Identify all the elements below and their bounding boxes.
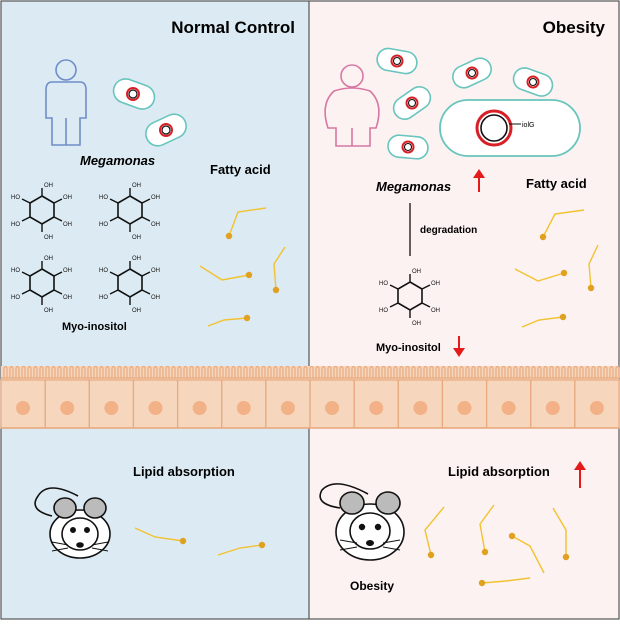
obese-mouse-label: Obesity [350,579,394,593]
obesity-title: Obesity [543,18,606,37]
cell-nucleus [325,401,340,415]
bacterium-icon [387,134,429,160]
fatty-acid-molecule [225,207,267,240]
cell-nucleus [369,401,384,415]
bacterium-icon [145,113,187,147]
bacterium-icon [452,57,492,89]
control-fatty-acid-label: Fatty acid [210,162,271,177]
obesity-myo-inositol-label: Myo-inositol [376,342,441,354]
obesity-megamonas-label: Megamonas [376,179,451,194]
cell-nucleus [589,401,604,415]
epithelial-cell [574,379,620,429]
increase-arrow-icon [574,461,586,488]
normal-mouse-icon [34,487,111,559]
obese-mouse-icon [319,483,405,561]
fatty-acid-molecule [207,314,251,327]
iolg-gene-label: iolG [522,122,534,129]
control-title: Normal Control [171,18,295,37]
normal-human-icon [45,59,87,146]
fatty-acid-molecule [521,313,567,328]
fatty-acid-molecule [478,577,531,587]
cell-nucleus [501,401,516,415]
fatty-acid-molecule [514,268,568,282]
megamonas-iolg-bacterium: iolG [439,99,581,157]
obesity-fatty-acid-label: Fatty acid [526,176,587,191]
fatty-acid-molecule [587,244,599,292]
fatty-acid-molecule [479,504,495,556]
cell-nucleus [16,401,31,415]
cell-nucleus [60,401,75,415]
fatty-acid-molecule [199,265,253,281]
bacterium-icon [392,86,432,120]
fatty-acid-molecule [539,209,585,241]
fatty-acid-molecule [134,527,187,545]
increase-arrow-icon [473,169,485,192]
bacterium-icon [512,67,554,97]
obesity-lipid-absorption-label: Lipid absorption [448,464,550,479]
fatty-acid-molecule [217,541,266,556]
cell-nucleus [236,401,251,415]
cell-nucleus [192,401,207,415]
cell-nucleus [413,401,428,415]
fatty-acid-molecule [272,246,286,294]
cell-nucleus [148,401,163,415]
intestinal-epithelium [0,365,620,429]
fatty-acid-molecule [424,506,445,559]
fatty-acid-molecule [508,532,545,574]
cell-nucleus [104,401,119,415]
control-megamonas-label: Megamonas [80,153,155,168]
control-myo-inositol-label: Myo-inositol [62,321,127,333]
cell-nucleus [545,401,560,415]
fatty-acid-molecule [552,507,570,561]
decrease-arrow-icon [453,336,465,357]
obese-human-icon [324,64,380,147]
control-lipid-absorption-label: Lipid absorption [133,464,235,479]
cell-nucleus [457,401,472,415]
cell-nucleus [280,401,295,415]
degradation-label: degradation [420,225,477,236]
bacterium-icon [376,47,418,75]
bacterium-icon [112,78,156,110]
